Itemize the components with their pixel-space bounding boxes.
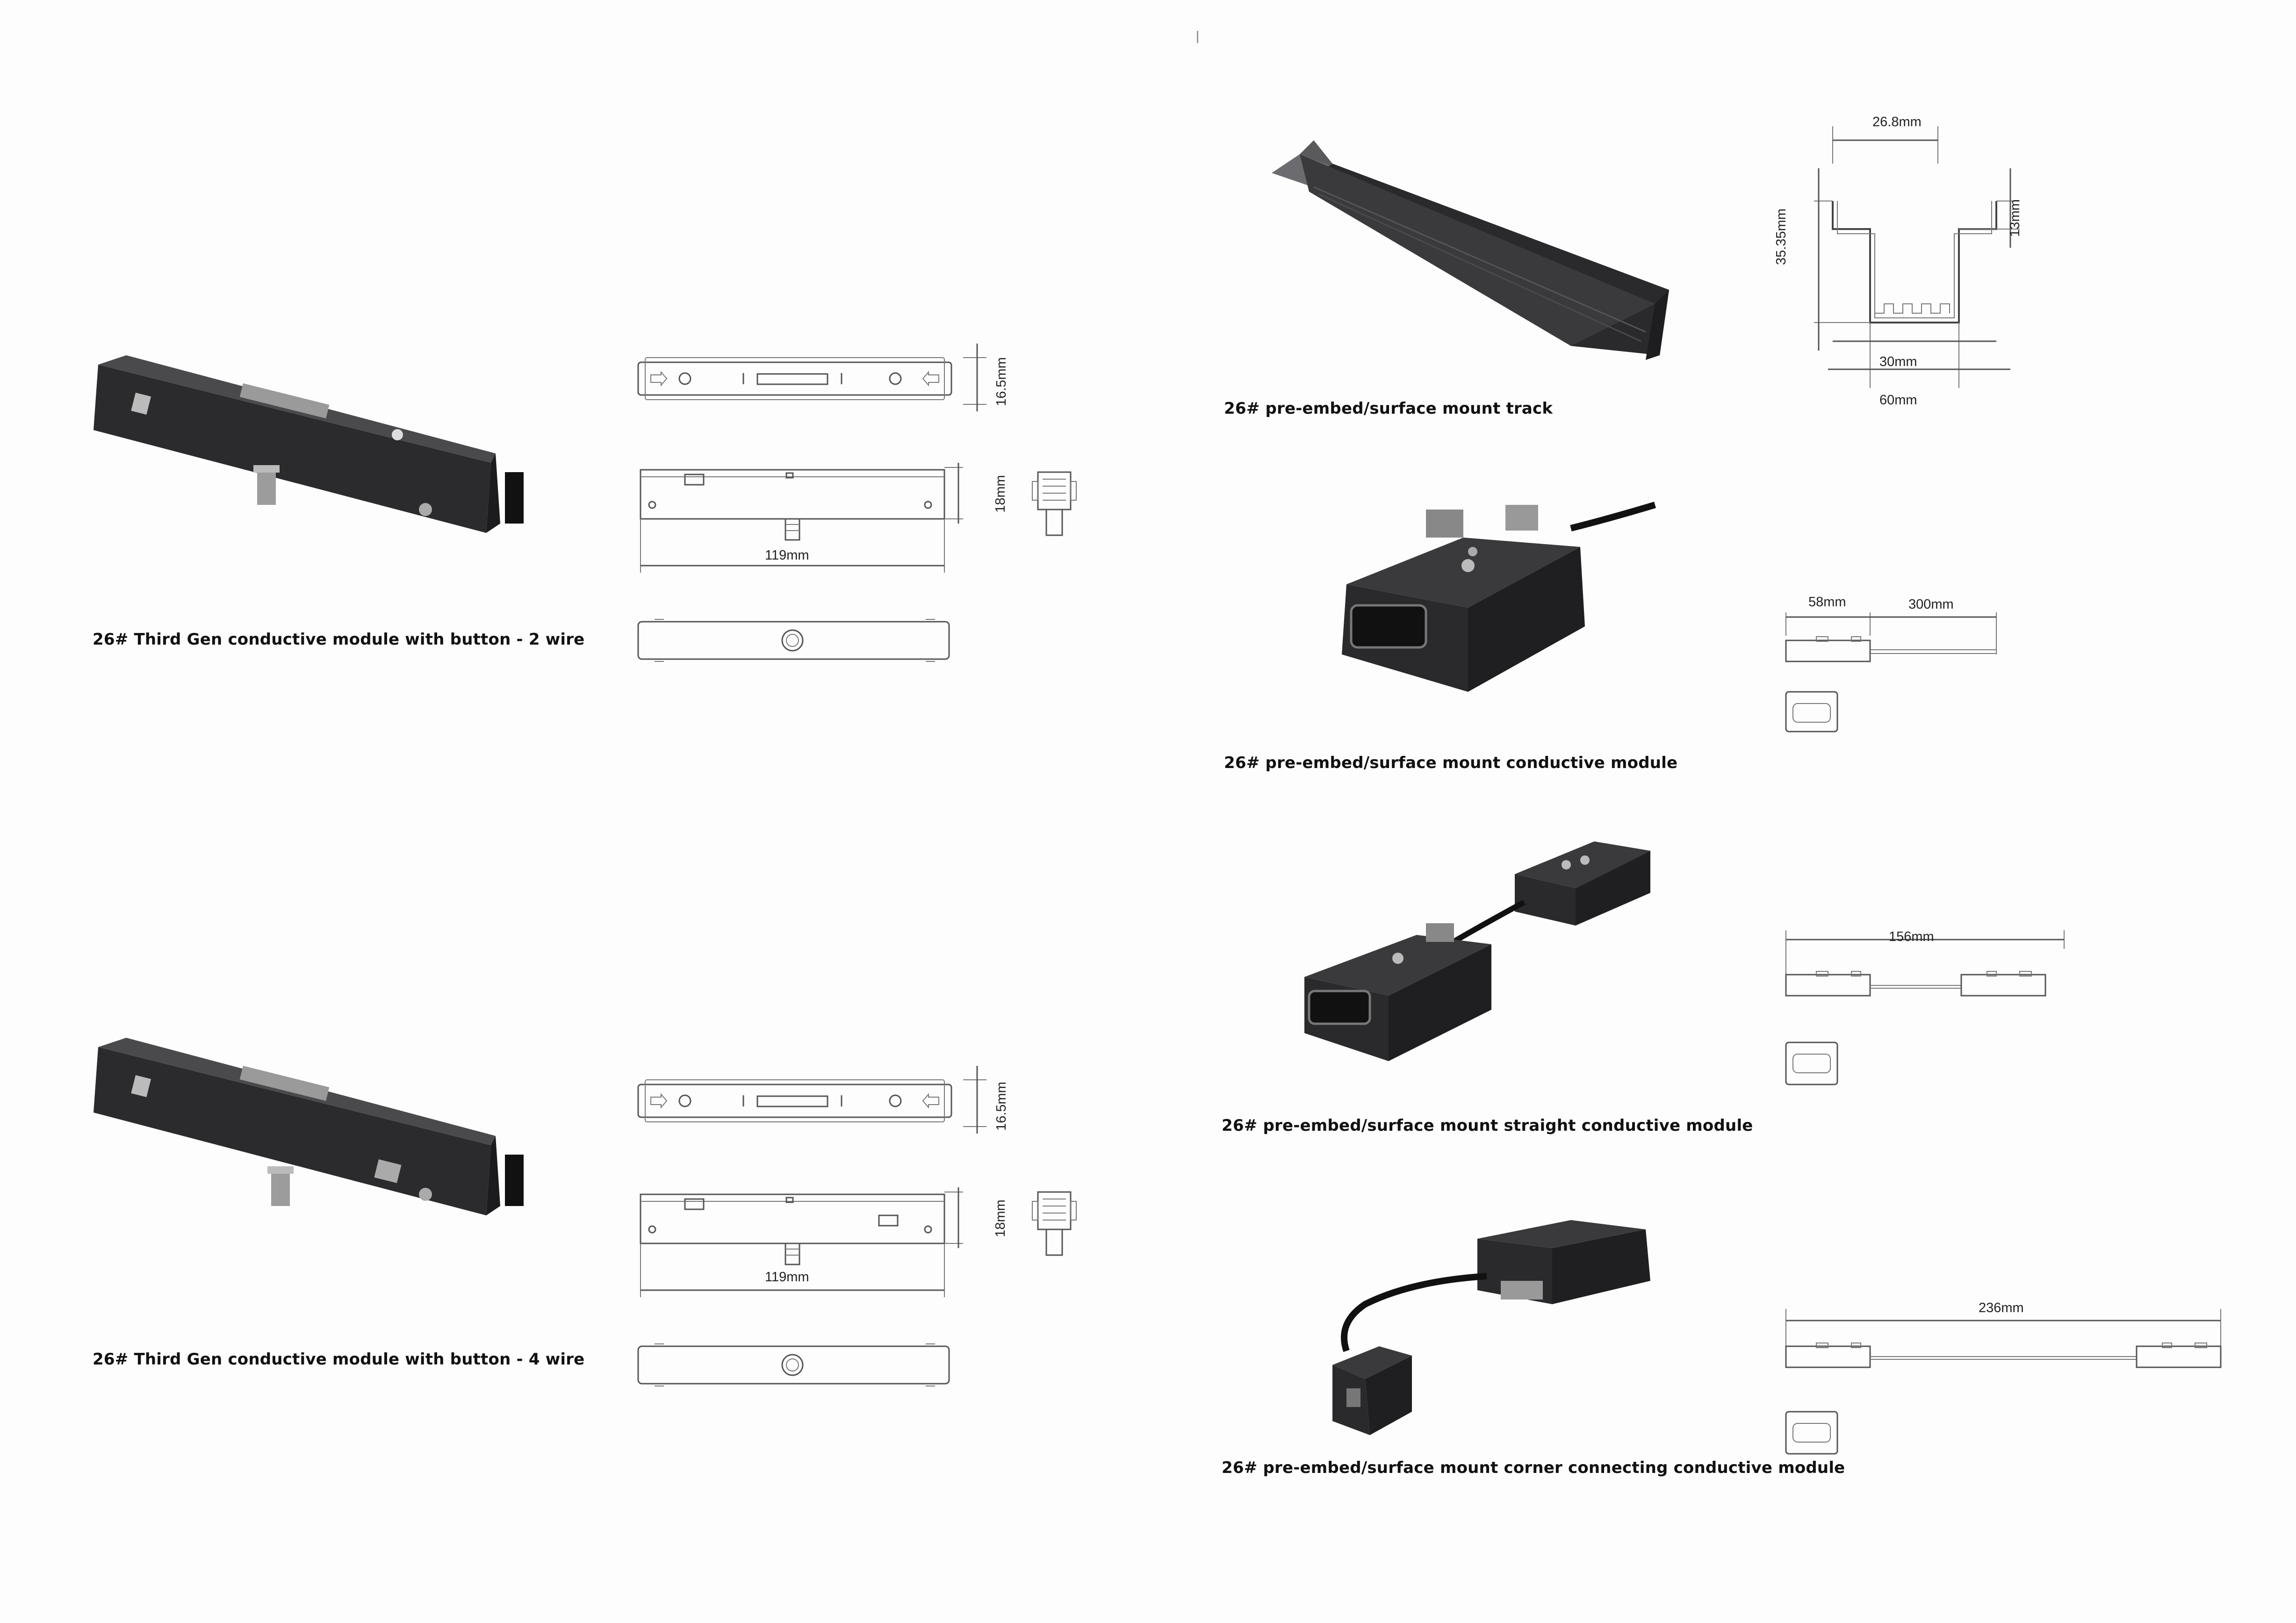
module-2wire-bottom-view [637, 619, 950, 662]
module-4wire-height-side: 18mm [993, 1199, 1008, 1237]
track-inner-width: 30mm [1879, 354, 1917, 369]
module-2wire-height-top: 16.5mm [993, 357, 1009, 406]
module-2wire-side-view [640, 463, 963, 573]
module-4wire-side-view [640, 1187, 963, 1297]
module-2wire-length: 119mm [765, 548, 809, 563]
caption-conductive-module: 26# pre-embed/surface mount conductive m… [1224, 754, 1678, 772]
module-2wire-height-line [963, 344, 986, 411]
module-2wire-end-view [1032, 471, 1077, 536]
track-outer-width: 60mm [1879, 393, 1917, 408]
module-4wire-height-top: 16.5mm [993, 1082, 1009, 1131]
corner-module-render [1332, 1220, 1650, 1435]
module-4wire-length: 119mm [765, 1270, 809, 1285]
track-depth: 35.35mm [1773, 208, 1789, 265]
conductive-module-cable-length: 300mm [1908, 597, 1954, 612]
conductive-module-render [1342, 502, 1656, 692]
module-4wire-render [94, 1038, 524, 1215]
caption-corner-module: 26# pre-embed/surface mount corner conne… [1222, 1458, 1845, 1477]
track-profile-drawing [1814, 126, 2020, 388]
corner-module-length: 236mm [1979, 1300, 2024, 1315]
center-tick [1197, 31, 1198, 43]
caption-module-4wire: 26# Third Gen conductive module with but… [93, 1350, 585, 1369]
conductive-module-drawing [1785, 612, 1997, 733]
straight-module-drawing [1785, 930, 2065, 1085]
module-4wire-height-line [963, 1066, 986, 1134]
module-4wire-end-view [1032, 1191, 1077, 1256]
module-4wire-top-view [637, 1079, 952, 1122]
module-2wire-render [94, 355, 524, 533]
corner-module-drawing [1785, 1309, 2222, 1455]
module-4wire-bottom-view [637, 1343, 950, 1386]
straight-module-length: 156mm [1889, 929, 1934, 944]
track-lip: 13mm [2007, 199, 2022, 237]
track-render [1272, 140, 1669, 360]
caption-module-2wire: 26# Third Gen conductive module with but… [93, 630, 585, 649]
track-top-width: 26.8mm [1872, 115, 1922, 129]
module-2wire-top-view [637, 357, 952, 400]
straight-module-render [1304, 841, 1650, 1061]
conductive-module-body-length: 58mm [1808, 595, 1846, 610]
caption-track: 26# pre-embed/surface mount track [1224, 399, 1553, 418]
module-2wire-height-side: 18mm [993, 475, 1008, 513]
caption-straight-module: 26# pre-embed/surface mount straight con… [1222, 1116, 1753, 1135]
